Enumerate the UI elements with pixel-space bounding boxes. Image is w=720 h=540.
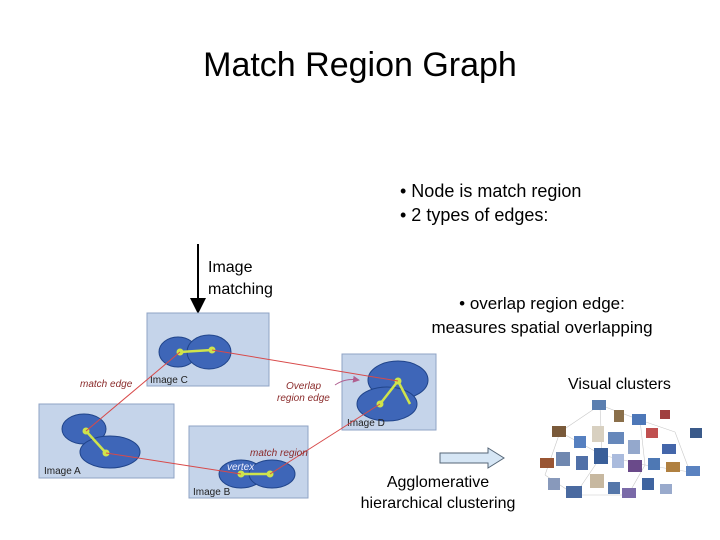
- match-region-label: match region: [250, 448, 308, 459]
- overlap-edge-arrow: [334, 375, 360, 386]
- overlap-edge-line2: measures spatial overlapping: [431, 318, 653, 337]
- visual-clusters-image: [540, 400, 702, 498]
- agglomerative-line1: Agglomerative: [386, 474, 490, 491]
- image-matching-line2: matching: [208, 281, 273, 298]
- vertex-label: vertex: [227, 462, 255, 473]
- agglomerative-label: Agglomerative hierarchical clustering: [338, 472, 538, 514]
- bullet-list: • Node is match region • 2 types of edge…: [400, 179, 581, 227]
- bullet-node: • Node is match region: [400, 181, 582, 201]
- overlap-edge-text: • overlap region edge: measures spatial …: [412, 292, 672, 340]
- panel-image-b: Image B vertex: [188, 425, 309, 499]
- panel-image-c: Image C: [146, 312, 270, 387]
- overlap-edge-line1: • overlap region edge:: [459, 294, 625, 313]
- image-d-label: Image D: [347, 418, 385, 429]
- image-matching-line1: Image: [208, 259, 253, 276]
- panel-image-a: Image A: [38, 403, 175, 479]
- visual-clusters-label: Visual clusters: [568, 376, 671, 393]
- image-matching-label: Image matching: [208, 257, 273, 301]
- clustering-arrow: [439, 447, 505, 469]
- image-b-label: Image B: [193, 487, 231, 498]
- agglomerative-line2: hierarchical clustering: [360, 495, 516, 512]
- overlap-label-1: Overlap: [286, 381, 321, 392]
- image-a-label: Image A: [44, 466, 81, 477]
- match-edge-label: match edge: [80, 379, 133, 390]
- match-edges: [85, 349, 399, 475]
- page-title: Match Region Graph: [203, 46, 517, 84]
- overlap-label-2: region edge: [277, 393, 330, 404]
- bullet-edges: • 2 types of edges:: [400, 205, 549, 225]
- panel-image-d: Image D: [341, 353, 437, 431]
- image-c-label: Image C: [150, 375, 188, 386]
